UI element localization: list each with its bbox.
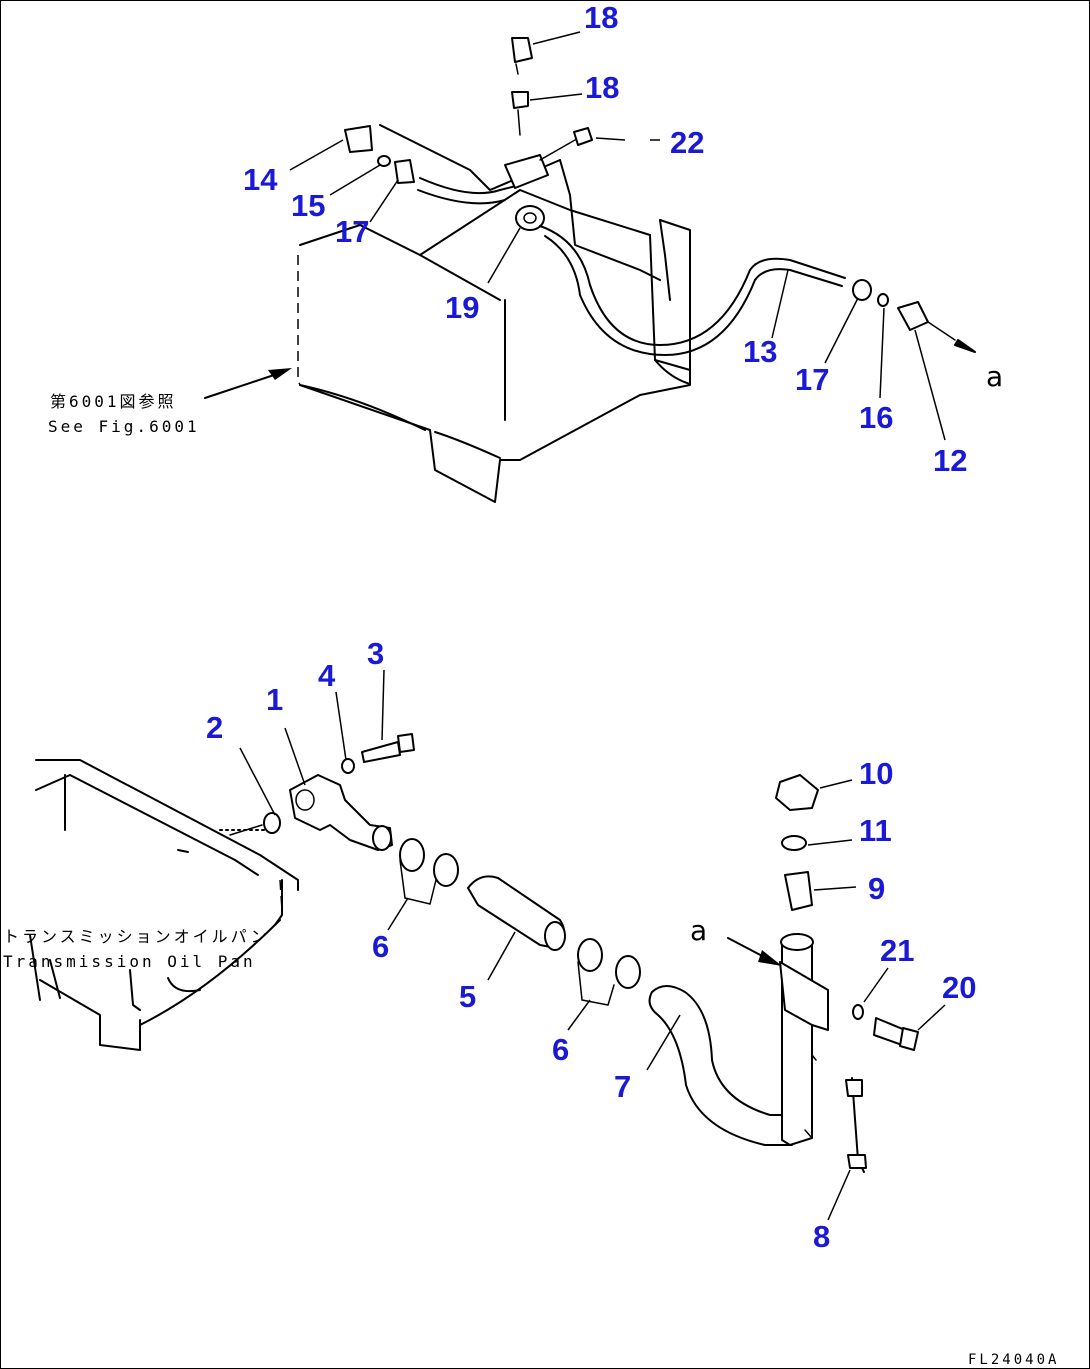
callout-19: 19 [445, 290, 479, 325]
see-fig-jp: 第6001図参照 [50, 392, 177, 411]
part-4-washer [341, 758, 355, 774]
callout-17-top: 15 [291, 188, 325, 223]
filler-pipe [779, 933, 829, 1146]
part-11-gasket [781, 835, 807, 851]
callout-6-right: 6 [552, 1032, 569, 1067]
callout-5: 5 [459, 979, 476, 1014]
part-17-washer-top [377, 155, 391, 167]
part-6-clamps-left [399, 838, 459, 905]
callout-21: 18 [584, 0, 618, 35]
part-6-clamps-right [577, 938, 641, 1006]
transmission-en: Transmission Oil Pan [3, 952, 256, 971]
callout-12: 20 [942, 970, 976, 1005]
callout-17-right: 16 [859, 400, 893, 435]
part-15-connector [897, 301, 976, 353]
callout-1: 1 [266, 682, 283, 717]
callout-11: 11 [859, 813, 892, 848]
part-13-washer [852, 1004, 864, 1020]
part-5-hose [467, 875, 566, 951]
part-1-pipe [289, 774, 393, 851]
callout-7: 7 [614, 1069, 631, 1104]
callout-22: 22 [670, 125, 704, 160]
part-12-bolt [873, 1017, 919, 1051]
connection-a-bottom: a [690, 914, 707, 947]
hose-14 [539, 225, 846, 356]
part-8-dipstick [845, 1077, 867, 1173]
callout-8: 8 [813, 1219, 830, 1254]
see-fig-en: See Fig.6001 [48, 417, 200, 436]
part-2-plug [229, 812, 281, 836]
part-18-clamp-right [852, 279, 872, 301]
drawing-code: FL24040A [968, 1352, 1059, 1368]
connection-a-top: a [986, 360, 1003, 393]
callout-13: 21 [880, 933, 914, 968]
part-10-cap [775, 774, 819, 811]
part-9-strainer [784, 871, 813, 911]
transmission-jp: トランスミッションオイルパン [3, 927, 269, 946]
callout-6-left: 6 [372, 929, 389, 964]
arrow-connection-a [727, 937, 782, 966]
part-20-bolt [511, 91, 529, 136]
part-3-bolt [361, 733, 415, 763]
breather-hose-top [417, 177, 521, 205]
callout-18-top: 17 [335, 214, 369, 249]
callout-4: 4 [318, 658, 336, 693]
callout-labels: 18 18 22 14 15 17 19 13 17 16 12 3 4 1 2… [206, 0, 976, 1254]
text-notes: 第6001図参照 See Fig.6001 トランスミッションオイルパン Tra… [3, 360, 1059, 1368]
callout-15: 12 [933, 443, 967, 478]
part-17-washer-right [877, 293, 889, 307]
part-16-elbow [344, 125, 373, 153]
callout-20: 18 [585, 70, 619, 105]
grommet-19 [515, 205, 545, 231]
callout-2: 2 [206, 710, 223, 745]
part-22-fitting [573, 127, 593, 146]
callout-3: 3 [367, 636, 384, 671]
callout-10: 10 [859, 756, 893, 791]
reference-arrow-tank [204, 368, 292, 399]
transmission-oil-pan-outline [29, 759, 299, 1051]
callout-18-right: 17 [795, 362, 829, 397]
callout-14: 13 [743, 334, 777, 369]
part-18-clamp-top [394, 159, 415, 184]
block-top [504, 139, 576, 189]
leader-lines-top [289, 31, 946, 441]
reference-tank-outline [297, 124, 691, 503]
leader-lines-bottom [239, 669, 946, 1221]
callout-16: 14 [243, 162, 278, 197]
part-7-bent-hose [648, 985, 793, 1146]
callout-9: 9 [868, 871, 885, 906]
part-21-cap [511, 37, 533, 75]
